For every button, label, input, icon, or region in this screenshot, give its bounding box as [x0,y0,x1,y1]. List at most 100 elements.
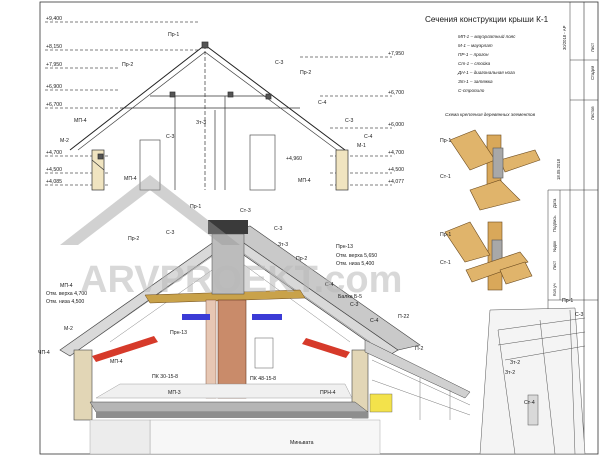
top-label-2: С-3 [275,60,283,66]
stamp-sheet: Лист [590,43,595,52]
section-label-19: Прн-13 [170,330,187,336]
level-left-6: +4,700 [46,150,62,156]
sheet-title: Сечения конструкции крыши К-1 [425,15,549,24]
right-roof-detail [479,307,586,455]
level-right-1: +7,950 [388,51,404,57]
legend-item-4: Ст-1 – стойка [458,60,491,66]
section-label-5: С-3 [274,226,282,232]
stamp-col-1: Кол.уч [552,283,557,296]
detail-title: Схема крепления деревянных элементов [445,112,536,117]
top-label-9: С-3 [166,134,174,140]
section-label-20: МП-4 [110,359,123,365]
detail-label-2: Ст-1 [440,174,451,180]
top-label-14: МП-4 [298,178,311,184]
top-element-labels: Пр-1 С-3 Пр-2 Пр-2 С-4 МП-4 Зт-3 М-2 С-3… [60,32,372,184]
level-right-3: +6,000 [388,122,404,128]
detail-labels: Пр-1 Ст-1 Пр-1 Ст-1 [440,138,451,266]
section-label-14: Отм. низа 4,500 [46,299,84,305]
section-label-24: ПРН-4 [320,390,336,396]
legend-item-2: М-1 – мауэрлат [458,43,493,48]
levels-left: +9,400 +8,150 +7,950 +6,900 +6,700 +4,70… [46,16,62,185]
stamp-date: 18.05.2018 [556,158,561,180]
main-section-3d [59,220,471,455]
top-label-3: Пр-2 [122,62,133,68]
watermark: ARVPROEKT.com [60,175,402,301]
stamp-stage: Стадия [590,66,595,80]
section-label-10: Отм. низа 5,400 [336,261,374,267]
legend-item-1: МП-1 – мауэрлатный пояс [458,33,516,39]
section-label-23: МП-3 [168,390,181,396]
section-label-25: С-4 [370,318,378,324]
legend-item-3: ПР-1 – прогон [458,52,489,57]
legend-item-6: Зт-1 – затяжка [458,79,493,84]
joint-detail-top [449,129,541,211]
legend-item-5: ДН-1 – диагональная нога [457,70,515,75]
section-label-12: МП-4 [60,283,73,289]
legend-item-7: С-стропило [458,88,485,93]
level-right-7: +4,077 [388,179,404,185]
detail-label-1: Пр-1 [440,138,451,144]
section-label-16: С-3 [350,302,358,308]
section-label-8: Прн-13 [336,244,353,250]
level-right-5: +4,700 [388,150,404,156]
stamp-col-4: Подпись [552,215,557,232]
section-label-3: Пр-2 [128,236,139,242]
joint-detail-bottom [444,221,533,291]
right-detail-label-2: С-3 [575,312,583,318]
stamp-code: 30/2018 - АР [562,25,567,50]
stamp-col-2: Лист [552,261,557,270]
level-left-8: +4,085 [46,179,62,185]
level-right-4: +4,960 [286,156,302,162]
right-detail-labels: Пр-1 С-3 Зт-2 Зт-2 Ст-4 [505,298,583,406]
section-label-11: С-4 [325,282,333,288]
top-label-10: МП-4 [124,176,137,182]
top-label-11: С-3 [345,118,353,124]
top-label-8: М-2 [60,138,69,144]
legend: МП-1 – мауэрлатный пояс М-1 – мауэрлат П… [457,33,516,93]
top-label-12: С-4 [364,134,372,140]
right-detail-label-4: Зт-2 [505,370,515,376]
section-label-13: Отм. верха 4,700 [46,291,87,297]
level-right-6: +4,500 [388,167,404,173]
section-label-28: Миньвата [290,440,314,446]
section-labels: Ст-3 С-3 Пр-2 Пр-1 С-3 Зт-3 Пр-2 Прн-13 … [38,204,423,446]
top-label-1: Пр-1 [168,32,179,38]
stamp-col-5: Дата [552,198,557,208]
section-label-1: Ст-3 [240,208,251,214]
detail-label-4: Ст-1 [440,260,451,266]
section-label-6: Зт-3 [278,242,288,248]
top-roof-section [45,21,392,191]
level-left-5: +6,700 [46,102,62,108]
right-detail-label-1: Пр-1 [562,298,573,304]
right-detail-label-3: Зт-2 [510,360,520,366]
level-right-2: +6,700 [388,90,404,96]
level-left-7: +4,500 [46,167,62,173]
top-label-6: МП-4 [74,118,87,124]
levels-right: +7,950 +6,700 +6,000 +4,960 +4,700 +4,50… [286,51,404,185]
watermark-text: ARVPROEKT.com [80,259,402,301]
section-label-27: П-2 [415,346,423,352]
top-label-4: Пр-2 [300,70,311,76]
section-label-9: Отм. верха 5,650 [336,253,377,259]
top-label-7: Зт-3 [196,120,206,126]
section-label-17: М-2 [64,326,73,332]
section-label-22: ПК 48-15-8 [250,376,276,382]
section-label-26: П-22 [398,314,409,320]
stamp-sheets: Листов [590,106,595,120]
section-label-15: Балка Б-5 [338,294,362,300]
level-left-3: +7,950 [46,62,62,68]
top-label-5: С-4 [318,100,326,106]
section-label-7: Пр-2 [296,256,307,262]
section-label-4: Пр-1 [190,204,201,210]
level-left-2: +8,150 [46,44,62,50]
level-left-4: +6,900 [46,84,62,90]
section-label-2: С-3 [166,230,174,236]
detail-label-3: Пр-1 [440,232,451,238]
level-left-1: +9,400 [46,16,62,22]
section-label-21: ПК 30-15-8 [152,374,178,380]
top-label-13: М-1 [357,143,366,149]
section-label-18: ЧП-4 [38,350,50,356]
right-detail-label-5: Ст-4 [524,400,535,406]
